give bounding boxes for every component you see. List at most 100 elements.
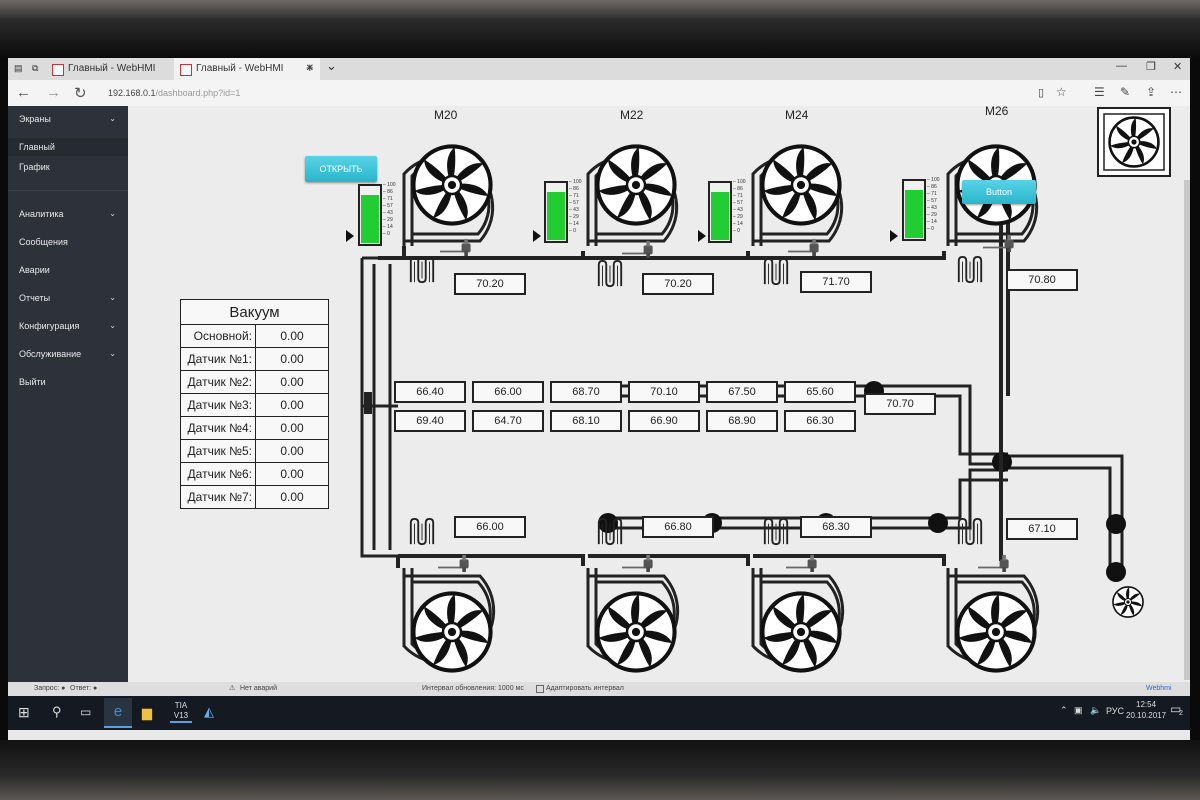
gauge-tick-label: – 43	[569, 207, 579, 213]
sidebar-item-alarms[interactable]: Аварии	[8, 260, 128, 280]
table-row: Датчик №1:0.00	[180, 347, 329, 371]
brand-link[interactable]: Webhmi	[1146, 685, 1172, 692]
tab-list-icon[interactable]: ⧉	[32, 63, 39, 73]
more-icon[interactable]: ⋯	[1170, 85, 1182, 99]
grid-value: 65.60	[784, 381, 856, 403]
gauge-tick-label: – 57	[927, 198, 937, 204]
gauge-fill	[361, 194, 379, 243]
temp-value-bottom-4: 67.10	[1006, 518, 1078, 540]
sidebar-item-label: Аварии	[19, 265, 50, 275]
fan-bottom-3-icon	[762, 593, 839, 670]
reading-view-icon[interactable]: ▯	[1038, 87, 1045, 99]
tab-label: Главный - WebHMI	[68, 63, 156, 74]
grid-value: 68.70	[550, 381, 622, 403]
address-bar: ← → ↻ 192.168.0.1/dashboard.php?id=1 ▯ ☆…	[8, 80, 1190, 107]
grid-value-side: 70.70	[864, 393, 936, 415]
sidebar-item-configuration[interactable]: Конфигурация ⌄	[8, 316, 128, 336]
fan-bottom-1-icon	[413, 593, 490, 670]
gauge-ticks-m22: – 100– 86– 71– 57– 43– 29– 14– 0	[569, 179, 582, 235]
tia-portal-icon[interactable]: TIA V13	[170, 701, 192, 723]
open-button[interactable]: ОТКРЫТЬ	[305, 156, 377, 182]
notes-pen-icon[interactable]: ✎	[1120, 85, 1131, 99]
grid-value: 66.00	[472, 381, 544, 403]
notification-center-icon[interactable]: ▭	[1170, 702, 1182, 716]
gauge-tick-label: – 100	[569, 179, 582, 185]
sidebar-item-logout[interactable]: Выйти	[8, 372, 128, 392]
edge-browser-icon[interactable]: e	[104, 698, 132, 728]
top-row-pipes	[378, 221, 1010, 396]
search-icon[interactable]: ⚲	[52, 704, 62, 719]
gauge-tick-label: – 86	[569, 186, 579, 192]
temperature-sensor-icon	[622, 240, 654, 258]
remote-app-icon[interactable]: ◭	[204, 704, 214, 719]
file-explorer-icon[interactable]: ▆	[142, 705, 152, 720]
table-row: Датчик №6:0.00	[180, 462, 329, 486]
sidebar-item-main[interactable]: Главный	[8, 138, 128, 156]
right-branch	[1008, 454, 1124, 576]
gauge-tick-label: – 57	[383, 203, 393, 209]
url-field[interactable]: 192.168.0.1/dashboard.php?id=1	[108, 88, 240, 98]
sidebar-item-label: Сообщения	[19, 237, 68, 247]
grid-value: 70.10	[628, 381, 700, 403]
adapt-interval-label[interactable]: Адаптировать интервал	[546, 685, 624, 692]
hub-icon[interactable]: ☰	[1094, 85, 1105, 99]
browser-menu-icon[interactable]: ▤	[14, 63, 23, 73]
gauge-tick-label: – 0	[383, 231, 390, 237]
sidebar-section-screens[interactable]: Экраны ⌄	[8, 106, 128, 132]
adapt-interval-checkbox[interactable]	[536, 685, 544, 693]
sidebar-item-analytics[interactable]: Аналитика ⌄	[8, 204, 128, 224]
gauge-fill	[547, 191, 565, 240]
tray-network-icon[interactable]: ▣	[1074, 705, 1083, 715]
page-scrollbar[interactable]	[1184, 180, 1190, 680]
refresh-icon[interactable]: ↻	[74, 85, 87, 102]
tray-volume-icon[interactable]: 🔈	[1090, 705, 1102, 715]
tab-label: Главный - WebHMI	[196, 63, 284, 74]
gauge-tick-label: – 0	[569, 228, 576, 234]
gauge-tick-label: – 14	[733, 221, 743, 227]
forward-icon[interactable]: →	[46, 84, 61, 101]
maximize-button[interactable]: ❐	[1146, 61, 1156, 73]
close-window-button[interactable]: ✕	[1173, 61, 1183, 73]
gauge-pointer-m22	[533, 230, 541, 242]
process-diagram	[346, 107, 1171, 682]
tab-menu-button[interactable]: ⌄	[326, 58, 337, 73]
gauge-tick-label: – 29	[733, 214, 743, 220]
gauge-ticks-m20: – 100– 86– 71– 57– 43– 29– 14– 0	[383, 182, 396, 238]
sidebar-item-service[interactable]: Обслуживание ⌄	[8, 344, 128, 364]
fan-m20-icon	[413, 146, 490, 223]
gauge-tick-label: – 43	[733, 207, 743, 213]
response-status: Ответ: ●	[70, 685, 98, 692]
new-tab-button[interactable]: +	[306, 60, 314, 75]
sidebar-item-label: График	[19, 162, 50, 172]
clock-date[interactable]: 20.10.2017	[1126, 711, 1167, 720]
language-indicator[interactable]: РУС	[1106, 706, 1125, 716]
clock-time[interactable]: 12:54	[1136, 700, 1157, 709]
generic-button[interactable]: Button	[962, 180, 1036, 204]
minimize-button[interactable]: —	[1116, 60, 1127, 72]
grid-value: 69.40	[394, 410, 466, 432]
close-tab-icon[interactable]: ✕	[305, 63, 314, 74]
vacuum-label: Датчик №7:	[180, 485, 256, 509]
notification-count: 2	[1179, 710, 1183, 717]
vacuum-value: 0.00	[255, 462, 329, 486]
sidebar-item-messages[interactable]: Сообщения	[8, 232, 128, 252]
windows-taskbar: ⊞ ⚲ ▭ e ▆ TIA V13 ◭ ⌃ ▣ 🔈 РУС 12:54 20.1…	[8, 696, 1190, 730]
back-icon[interactable]: ←	[16, 84, 31, 101]
sidebar-item-chart[interactable]: График	[8, 158, 128, 176]
tray-chevron-icon[interactable]: ⌃	[1060, 705, 1068, 715]
chevron-down-icon: ⌄	[109, 349, 116, 358]
tab-main-1[interactable]: Главный - WebHMI	[46, 58, 188, 80]
gauge-tick-label: – 86	[927, 184, 937, 190]
tab-main-2[interactable]: Главный - WebHMI ✕	[174, 58, 320, 80]
gauge-tick-label: – 14	[383, 224, 393, 230]
gauge-tick-label: – 57	[733, 200, 743, 206]
gauge-fill	[711, 191, 729, 240]
sidebar-item-reports[interactable]: Отчеты ⌄	[8, 288, 128, 308]
task-view-icon[interactable]: ▭	[80, 705, 92, 719]
monitor-screen: ▤ ⧉ Главный - WebHMI Главный - WebHMI ✕ …	[8, 58, 1190, 740]
share-icon[interactable]: ⇪	[1146, 85, 1157, 99]
favorite-star-icon[interactable]: ☆	[1056, 85, 1067, 99]
vacuum-value: 0.00	[255, 485, 329, 509]
grid-value: 66.30	[784, 410, 856, 432]
windows-start-icon[interactable]: ⊞	[18, 704, 30, 720]
